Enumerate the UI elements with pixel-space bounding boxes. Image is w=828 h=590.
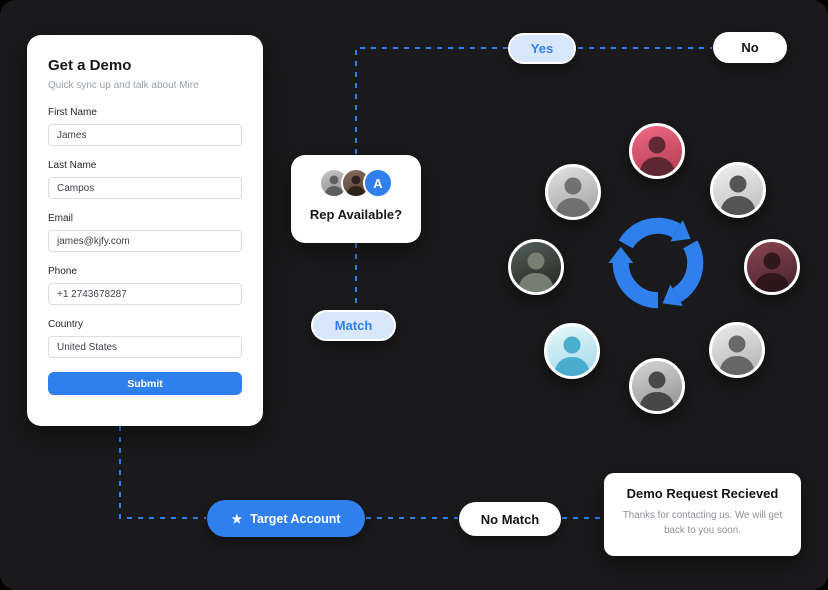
person-silhouette-icon bbox=[346, 175, 366, 196]
avatar-member-upper-left bbox=[545, 164, 601, 220]
country-label: Country bbox=[48, 319, 84, 330]
avatar-member-right bbox=[744, 239, 800, 295]
cycle-arrows-icon bbox=[596, 201, 720, 325]
rep-avatar-cluster: A bbox=[291, 168, 421, 198]
connector-rep-to-yes bbox=[355, 47, 508, 154]
avatar-member-upper-right bbox=[710, 162, 766, 218]
yes-label: Yes bbox=[530, 41, 554, 56]
match-node[interactable]: Match bbox=[311, 310, 396, 341]
form-subtitle: Quick sync up and talk about Mire bbox=[48, 80, 199, 91]
phone-input[interactable] bbox=[48, 283, 242, 305]
email-field-group: Email bbox=[48, 213, 242, 252]
person-silhouette-icon bbox=[517, 252, 555, 292]
demo-received-card: Demo Request Recieved Thanks for contact… bbox=[604, 473, 801, 556]
last-name-input[interactable] bbox=[48, 177, 242, 199]
demo-form-card: Get a Demo Quick sync up and talk about … bbox=[27, 35, 263, 426]
first-name-field-group: First Name bbox=[48, 107, 242, 146]
last-name-label: Last Name bbox=[48, 160, 97, 171]
email-label: Email bbox=[48, 213, 74, 224]
no-match-label: No Match bbox=[480, 511, 540, 527]
person-silhouette-icon bbox=[324, 175, 344, 196]
target-account-node[interactable]: ★ Target Account bbox=[207, 500, 365, 537]
person-silhouette-icon bbox=[638, 136, 676, 176]
avatar-member-top bbox=[629, 123, 685, 179]
person-silhouette-icon bbox=[719, 175, 757, 215]
person-silhouette-icon bbox=[638, 371, 676, 411]
target-account-label: Target Account bbox=[250, 511, 341, 526]
first-name-label: First Name bbox=[48, 107, 97, 118]
no-label: No bbox=[741, 40, 759, 55]
star-icon: ★ bbox=[231, 511, 243, 526]
match-label: Match bbox=[334, 318, 373, 333]
country-field-group: Country bbox=[48, 319, 242, 358]
email-input[interactable] bbox=[48, 230, 242, 252]
rep-card-title: Rep Available? bbox=[309, 207, 403, 222]
no-node[interactable]: No bbox=[713, 32, 787, 63]
phone-label: Phone bbox=[48, 266, 77, 277]
form-title: Get a Demo bbox=[48, 57, 132, 74]
country-input[interactable] bbox=[48, 336, 242, 358]
yes-node[interactable]: Yes bbox=[508, 33, 576, 64]
person-silhouette-icon bbox=[718, 335, 756, 375]
no-match-node[interactable]: No Match bbox=[459, 502, 561, 536]
submit-button[interactable]: Submit bbox=[48, 372, 242, 395]
person-silhouette-icon bbox=[553, 336, 591, 376]
person-silhouette-icon bbox=[753, 252, 791, 292]
rep-avatar-badge: A bbox=[363, 168, 393, 198]
demo-received-title: Demo Request Recieved bbox=[626, 486, 779, 501]
connector-form-to-target bbox=[119, 426, 206, 519]
phone-field-group: Phone bbox=[48, 266, 242, 305]
avatar-member-left bbox=[508, 239, 564, 295]
avatar-member-lower-right bbox=[709, 322, 765, 378]
first-name-input[interactable] bbox=[48, 124, 242, 146]
last-name-field-group: Last Name bbox=[48, 160, 242, 199]
badge-letter: A bbox=[373, 175, 383, 191]
avatar-member-bottom bbox=[629, 358, 685, 414]
avatar-member-lower-left bbox=[544, 323, 600, 379]
demo-received-body: Thanks for contacting us. We will get ba… bbox=[622, 510, 783, 537]
person-silhouette-icon bbox=[554, 177, 592, 217]
rep-available-card: A Rep Available? bbox=[291, 155, 421, 243]
